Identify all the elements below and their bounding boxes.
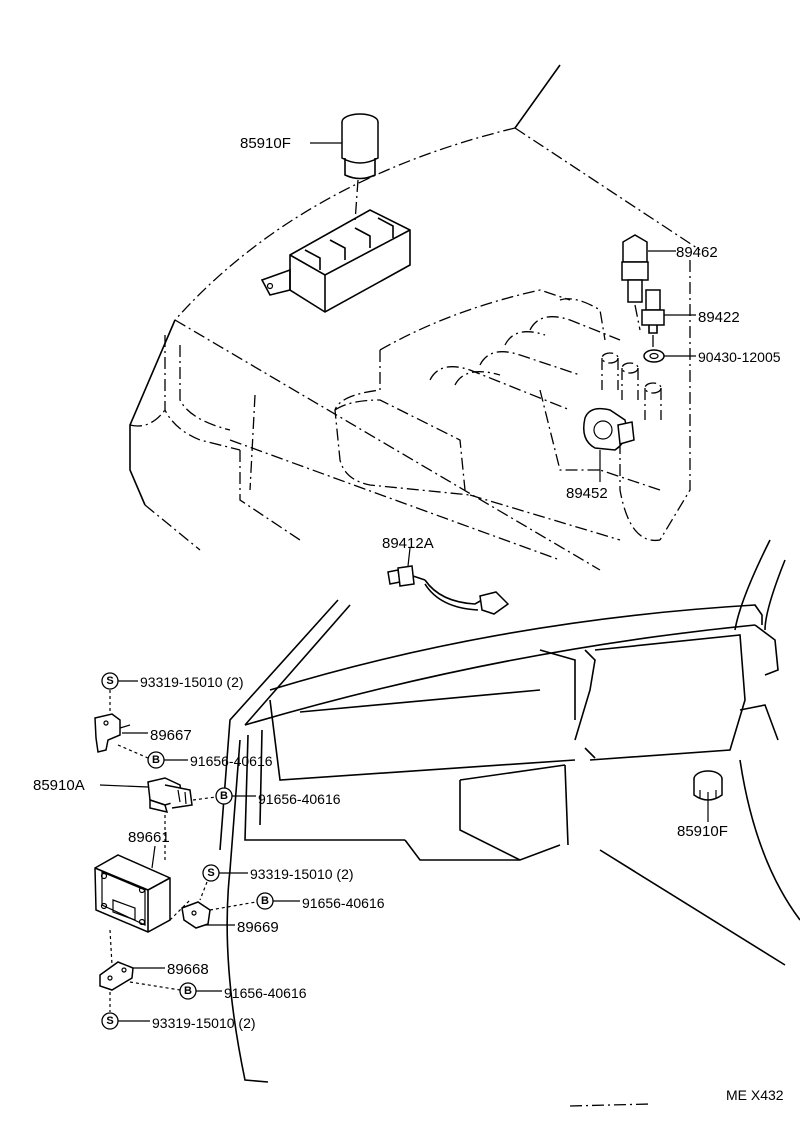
bolt-symbol-1-letter: B [152,754,160,766]
vehicle-body-outline [129,64,701,571]
label-bolt-2: 91656-40616 [258,791,341,807]
diagram-code: ME X432 [726,1087,784,1103]
bracket-89668-icon [99,961,134,991]
label-oxygen-sensor: 89412A [382,535,434,552]
bracket-89669-icon [181,901,211,929]
relay-top-icon [341,113,379,223]
bolt-symbol-3-letter: B [261,895,269,907]
dashboard-outline [219,539,800,1107]
bolt-symbol-2-letter: B [220,790,228,802]
relay-left-icon [147,777,193,814]
label-screw-3: 93319-15010 (2) [152,1015,256,1031]
label-screw-2: 93319-15010 (2) [250,866,354,882]
label-bolt-1: 91656-40616 [190,753,273,769]
label-screw-1: 93319-15010 (2) [140,674,244,690]
label-relay-right: 85910F [677,823,728,840]
label-relay-top: 85910F [240,135,291,152]
water-temp-sensor-icon [621,234,649,331]
label-ecu: 89661 [128,829,170,846]
label-gasket: 90430-12005 [698,349,781,365]
oxygen-sensor-icon [387,565,510,615]
ecu-icon [94,854,171,933]
screw-symbol-3-letter: S [106,1015,113,1027]
label-water-temp-sensor: 89462 [676,244,718,261]
bracket-89667-icon [94,713,131,753]
label-relay-left: 85910A [33,777,85,794]
screw-symbol-1-letter: S [106,675,113,687]
throttle-sensor-icon [583,407,635,451]
relay-right-icon [693,770,723,801]
label-bracket-89669: 89669 [237,919,279,936]
label-throttle-sensor: 89452 [566,485,608,502]
label-bracket-89668: 89668 [167,961,209,978]
label-bolt-4: 91656-40616 [224,985,307,1001]
temp-switch-icon [641,289,665,348]
intake-manifold [334,289,662,542]
label-temp-switch: 89422 [698,309,740,326]
relay-block [260,209,411,313]
gasket-icon [643,349,665,363]
label-bolt-3: 91656-40616 [302,895,385,911]
screw-symbol-2-letter: S [207,867,214,879]
label-bracket-89667: 89667 [150,727,192,744]
bolt-symbol-4-letter: B [184,985,192,997]
